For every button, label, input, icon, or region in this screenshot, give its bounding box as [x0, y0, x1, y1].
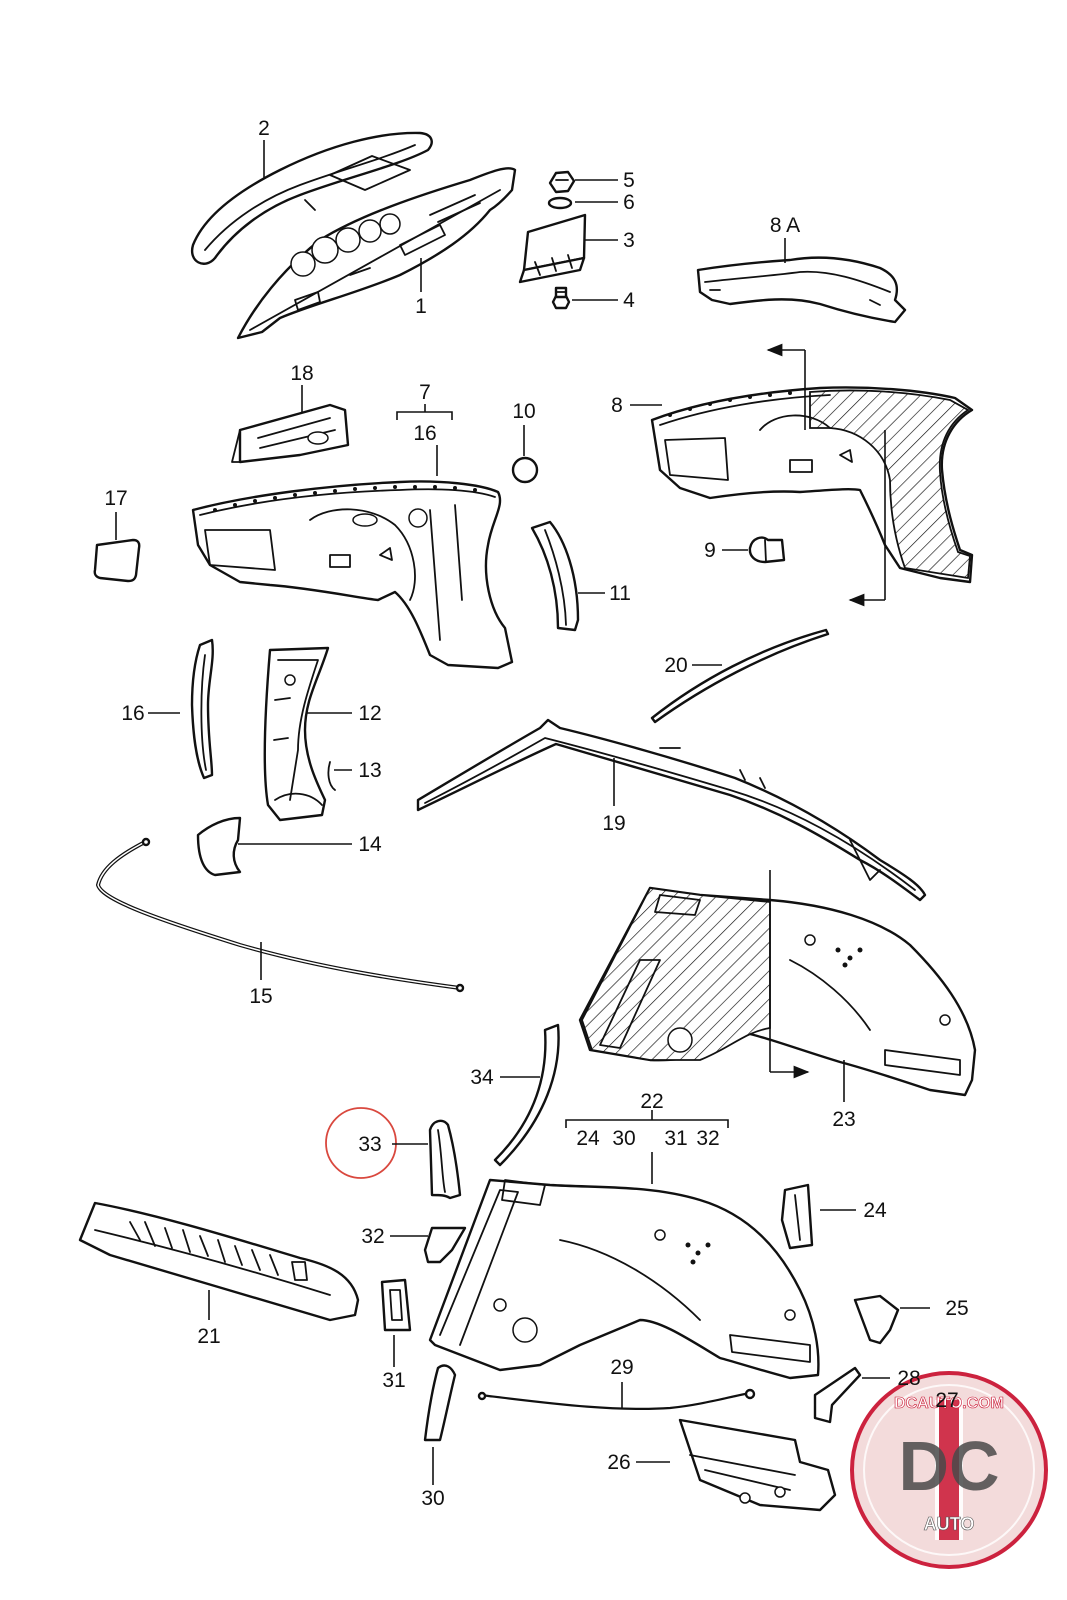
callout-24: 24 — [863, 1199, 887, 1222]
part-19-roof-frame — [416, 718, 927, 902]
part-21-rocker-panel — [78, 1201, 360, 1322]
callout-18: 18 — [290, 362, 313, 385]
callout-14: 14 — [358, 833, 382, 856]
part-23-rear-inner-quarter — [578, 886, 977, 1097]
callout-2: 2 — [258, 117, 270, 140]
callout-22: 22 — [640, 1090, 663, 1113]
part-18-bracket — [231, 403, 350, 464]
callout-17: 17 — [104, 487, 127, 510]
callout-29: 29 — [610, 1356, 633, 1379]
part-3-bracket — [518, 213, 587, 284]
part-24-bracket — [780, 1183, 814, 1250]
section-arrow-23 — [769, 870, 810, 1079]
part-13-strip — [327, 761, 336, 791]
callout-34: 34 — [470, 1066, 494, 1089]
callout-15: 15 — [249, 985, 272, 1008]
callout-28: 28 — [897, 1367, 920, 1390]
callout-27: 27 — [935, 1389, 958, 1412]
part-25-bracket — [853, 1294, 900, 1345]
part-15-rod — [96, 837, 465, 993]
part-12-a-pillar — [263, 646, 330, 822]
callout-32: 32 — [361, 1225, 384, 1248]
part-8-right-inner-fender — [650, 386, 974, 584]
callout-7: 7 — [419, 381, 431, 404]
callout-1: 1 — [415, 295, 427, 318]
part-34-strip — [493, 1023, 560, 1167]
callout-12: 12 — [358, 702, 381, 725]
dcauto-watermark-logo: DCAUTO.COM DC AUTO — [850, 1371, 1048, 1569]
part-8a-cross-member — [696, 256, 907, 324]
part-10-plug — [511, 456, 539, 484]
callout-24-group: 24 — [576, 1127, 600, 1150]
part-2-dash-pad — [190, 131, 433, 265]
part-5-nut — [548, 170, 576, 194]
part-6-washer — [547, 196, 573, 210]
part-31-bracket — [380, 1278, 412, 1332]
callout-16-top: 16 — [413, 422, 436, 445]
callout-13: 13 — [358, 759, 381, 782]
callout-9: 9 — [704, 539, 716, 562]
part-1-dashboard — [236, 167, 517, 340]
part-30-strip — [423, 1364, 457, 1442]
callout-26: 26 — [607, 1451, 630, 1474]
part-17-pad — [93, 538, 141, 583]
part-32-bracket — [423, 1226, 467, 1264]
section-arrow-8-bottom — [848, 430, 886, 607]
callout-6: 6 — [623, 191, 635, 214]
watermark-logo-letters: DC — [898, 1427, 999, 1505]
callout-31-group: 31 — [664, 1127, 687, 1150]
callout-19: 19 — [602, 812, 625, 835]
callout-33: 33 — [358, 1133, 381, 1156]
callout-25: 25 — [945, 1297, 968, 1320]
watermark-url: DCAUTO.COM — [894, 1395, 1004, 1412]
callout-16-side: 16 — [121, 702, 144, 725]
callout-30-group: 30 — [612, 1127, 635, 1150]
part-16-left-inner-fender — [191, 480, 514, 670]
part-28-bracket — [813, 1366, 862, 1424]
callout-23: 23 — [832, 1108, 855, 1131]
callout-11: 11 — [609, 582, 631, 605]
part-16-a-pillar-strip — [190, 638, 214, 780]
leader-lines — [115, 140, 930, 1485]
callout-8: 8 — [611, 394, 623, 417]
callout-3: 3 — [623, 229, 635, 252]
part-26-rear-end-panel — [678, 1418, 837, 1512]
callout-21: 21 — [197, 1325, 220, 1348]
callout-32-group: 32 — [696, 1127, 719, 1150]
callout-labels: 2 1 5 6 3 4 8 A 8 9 18 7 16 10 17 11 16 … — [104, 117, 968, 1510]
callout-30: 30 — [421, 1487, 444, 1510]
callout-31: 31 — [382, 1369, 405, 1392]
watermark-sub-text: AUTO — [924, 1514, 975, 1534]
callout-4: 4 — [623, 289, 635, 312]
callout-5: 5 — [623, 169, 635, 192]
part-14-corner-piece — [196, 816, 242, 877]
part-9-clip — [748, 536, 786, 564]
part-22-rear-inner-quarter — [428, 1178, 820, 1380]
highlight-circle — [325, 1107, 397, 1179]
part-11-reinforcement — [530, 520, 580, 632]
callout-10: 10 — [512, 400, 535, 423]
part-4-bolt — [551, 286, 571, 310]
callout-20: 20 — [664, 654, 687, 677]
section-arrow-8-top — [766, 343, 806, 430]
callout-8a: 8 A — [770, 214, 800, 237]
part-33-reinforcement — [428, 1119, 462, 1200]
part-20-trim-strip — [650, 628, 830, 724]
part-29-cable — [477, 1388, 756, 1411]
